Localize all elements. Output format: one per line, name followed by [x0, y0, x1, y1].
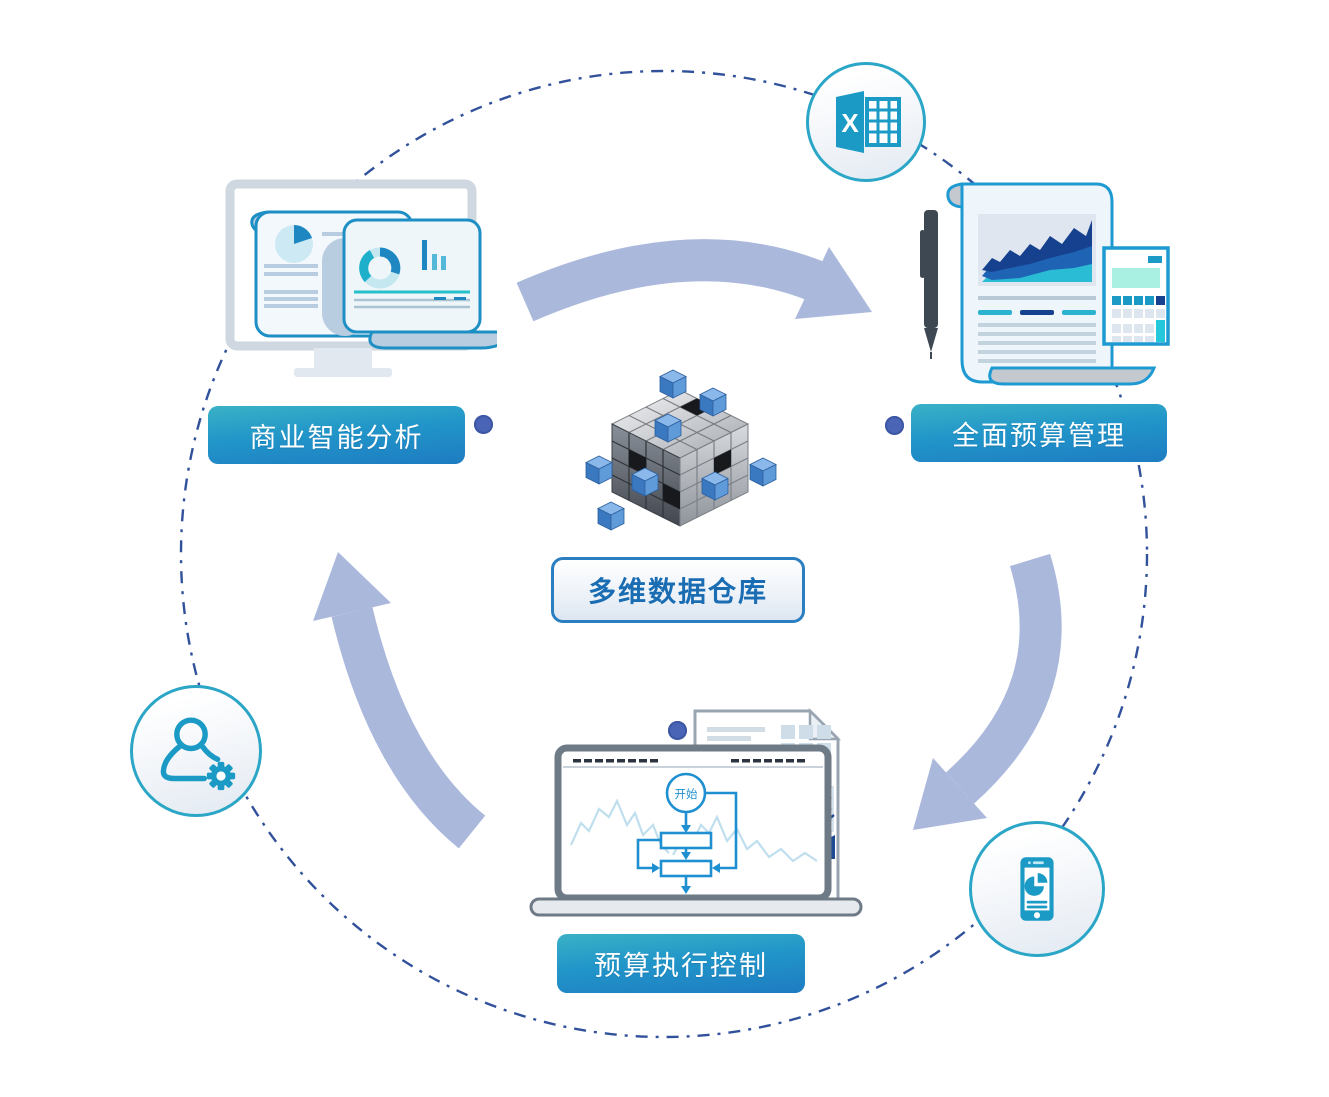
- monitor-analytics-icon: [225, 179, 497, 377]
- calculator-icon: [1102, 246, 1170, 346]
- laptop-flowchart-icon: 开始: [529, 707, 863, 917]
- dot-budget: [885, 416, 904, 435]
- user-gear-icon: [130, 685, 262, 817]
- node-budget-control: 预算执行控制: [557, 934, 805, 993]
- node-bi-label: 商业智能分析: [249, 422, 424, 453]
- arrow-left-icon: [331, 607, 486, 849]
- excel-logo: X: [836, 91, 901, 153]
- excel-icon: X: [806, 62, 926, 182]
- budget-report-icon: [920, 182, 1170, 386]
- user-gear-glyph: [160, 717, 236, 791]
- node-control-label: 预算执行控制: [594, 951, 768, 981]
- flowchart: [636, 772, 738, 887]
- dot-control: [668, 721, 687, 740]
- dashed-ring: [179, 69, 1149, 1039]
- dot-bi: [474, 415, 493, 434]
- arrow-right-icon: [945, 553, 1062, 804]
- node-data-warehouse: 多维数据仓库: [551, 557, 805, 623]
- excel-letter: X: [841, 108, 859, 138]
- node-budget-management: 全面预算管理: [911, 404, 1167, 462]
- arrow-top-icon: [516, 239, 826, 322]
- node-bi-analysis: 商业智能分析: [208, 406, 465, 464]
- mobile-glyph: [1020, 857, 1054, 921]
- mobile-pie-icon: [969, 821, 1105, 957]
- blue-cubes: [585, 369, 777, 531]
- pen-icon: [920, 210, 938, 359]
- data-cube-icon: [585, 369, 777, 531]
- center-label: 多维数据仓库: [587, 576, 768, 607]
- flow-start-label: 开始: [675, 787, 698, 801]
- node-budget-label: 全面预算管理: [952, 420, 1126, 451]
- cycle-arrows: [313, 239, 1062, 849]
